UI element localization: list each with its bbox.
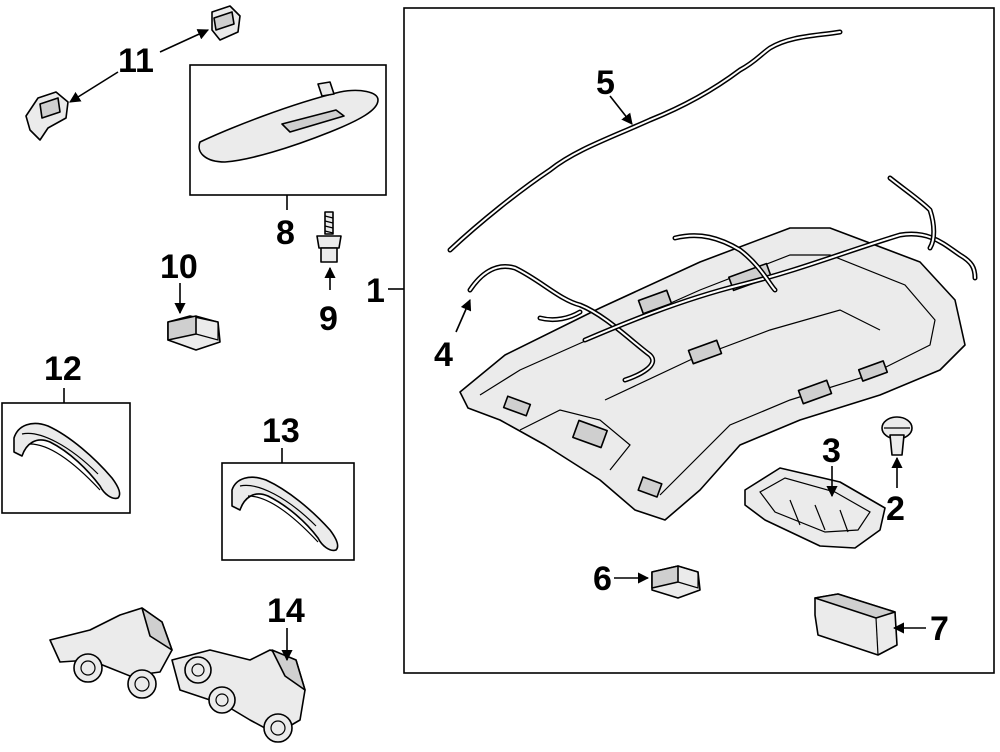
callout-2: 2: [886, 490, 905, 528]
sunvisor-icon: [198, 81, 379, 163]
callout-10: 10: [160, 248, 198, 286]
callout-12: 12: [44, 350, 82, 388]
leader-11a: [159, 29, 210, 53]
callout-4: 4: [434, 336, 453, 374]
clip-icon: [881, 416, 913, 456]
callout-13: 13: [262, 412, 300, 450]
sunvisor-frame: [189, 64, 387, 196]
roof-wire-icon: [447, 29, 843, 253]
callout-1: 1: [366, 272, 385, 310]
wire-harness-icon: [467, 175, 978, 383]
callout-11: 11: [118, 42, 154, 80]
callout-9: 9: [319, 300, 338, 338]
headliner-assembly-frame: [403, 7, 995, 674]
grab-handle-icon: [13, 422, 121, 500]
map-lamp-icon: [814, 593, 898, 656]
callout-7: 7: [930, 610, 949, 648]
visor-clip-icon: [25, 5, 241, 141]
bracket-block-icon: [167, 315, 221, 351]
switch-block-icon: [651, 565, 701, 599]
bracket-icon: [49, 607, 306, 743]
callout-14: 14: [267, 592, 305, 630]
callout-8: 8: [276, 214, 295, 252]
bolt-icon: [316, 211, 342, 263]
callout-5: 5: [596, 64, 615, 102]
leader-5: [609, 95, 633, 125]
grab-handle-icon: [231, 476, 339, 552]
callout-3: 3: [822, 432, 841, 470]
grab-handle-frame-12: [1, 402, 131, 514]
leader-11b: [69, 71, 119, 103]
dome-lamp-icon: [744, 467, 886, 549]
grab-handle-frame-13: [221, 462, 355, 561]
headliner-icon: [459, 227, 966, 521]
callout-6: 6: [593, 560, 612, 598]
leader-4: [455, 298, 472, 333]
